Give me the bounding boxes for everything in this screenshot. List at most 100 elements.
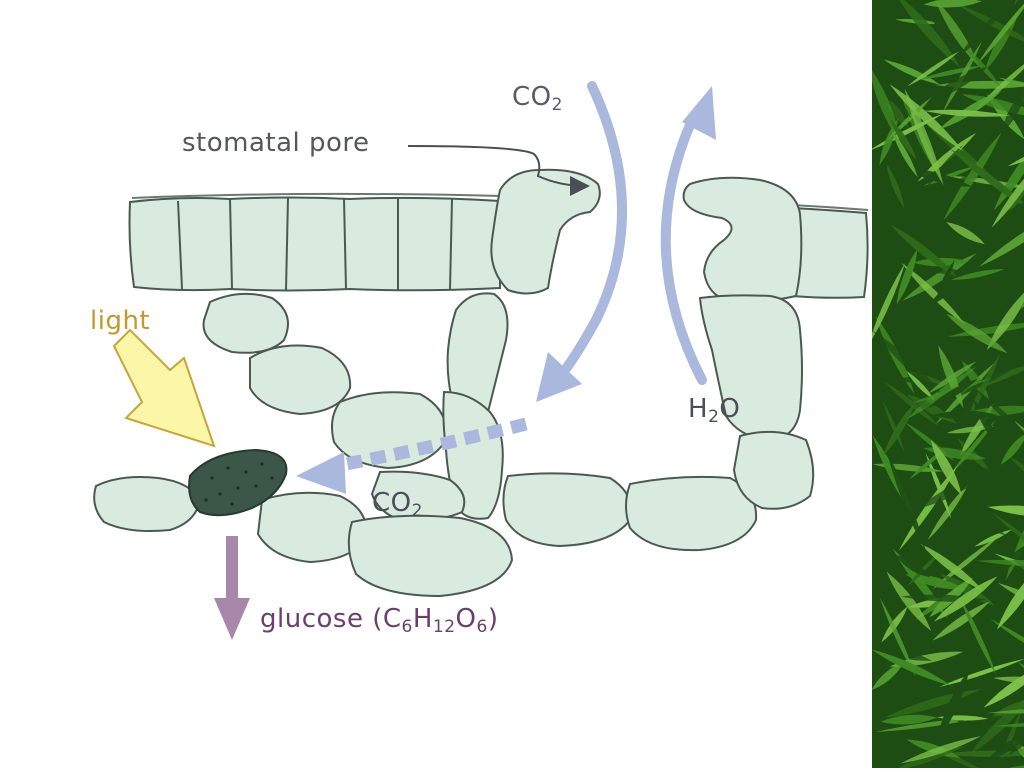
bamboo-leaf <box>1008 455 1024 500</box>
mesophyll-cell <box>625 475 758 552</box>
bamboo-leaf <box>994 721 1024 727</box>
mesophyll-cell <box>202 292 289 354</box>
bamboo-leaf <box>896 249 918 305</box>
co2-inner-label: CO2 <box>372 488 423 521</box>
mesophyll-cell <box>732 430 815 510</box>
glucose-mid-o: O <box>455 604 477 634</box>
chloroplast <box>188 448 288 517</box>
glucose-post: ) <box>487 604 499 634</box>
upper-epidermis <box>128 196 869 299</box>
bamboo-leaf <box>937 260 955 297</box>
mesophyll-cell <box>249 344 352 416</box>
bamboo-leaf <box>938 91 1002 130</box>
bamboo-leaf <box>872 646 932 661</box>
bamboo-leaf <box>905 574 965 590</box>
bamboo-border <box>872 0 1024 768</box>
h2o-outflow-arrow <box>660 86 716 385</box>
bamboo-leaf <box>927 483 969 541</box>
bamboo-leaf <box>955 0 1014 61</box>
bamboo-leaf <box>987 708 1024 714</box>
right-guard-cell <box>682 176 803 303</box>
bamboo-leaf <box>894 0 960 67</box>
bamboo-leaf <box>965 511 1007 536</box>
bamboo-leaf <box>990 618 1024 667</box>
bamboo-leaf <box>890 119 917 160</box>
bamboo-leaf <box>930 15 963 53</box>
bamboo-leaf <box>904 88 944 186</box>
bamboo-leaf <box>987 505 1024 517</box>
bamboo-leaf <box>886 451 926 552</box>
bamboo-leaf <box>983 663 1024 708</box>
bamboo-leaf <box>885 382 939 427</box>
bamboo-leaf <box>917 474 986 509</box>
h2o-label: H2O <box>688 394 740 427</box>
bamboo-leaf <box>991 512 1024 569</box>
bamboo-leaf <box>970 693 1024 755</box>
bamboo-leaf <box>872 330 943 396</box>
bamboo-leaf <box>904 168 973 187</box>
bamboo-leaf <box>978 675 1024 721</box>
bamboo-leaf <box>895 554 931 578</box>
bamboo-leaf <box>904 154 970 224</box>
bamboo-leaf <box>932 601 990 641</box>
bamboo-leaf <box>936 668 970 743</box>
bamboo-leaf <box>952 695 977 736</box>
glucose-pre: glucose (C <box>260 604 402 634</box>
mesophyll-cell <box>347 514 514 598</box>
mesophyll-cell <box>331 391 448 470</box>
bamboo-leaf <box>985 732 1024 762</box>
mesophyll-cell <box>698 294 803 442</box>
bamboo-leaf <box>976 0 1024 66</box>
bamboo-leaf <box>879 597 916 677</box>
glucose-label: glucose (C6H12O6) <box>260 604 499 637</box>
bamboo-leaf <box>932 410 999 420</box>
bamboo-leaf <box>993 676 1024 684</box>
bamboo-leaf <box>886 164 905 209</box>
bamboo-leaf <box>907 552 941 587</box>
bamboo-leaf <box>891 130 918 178</box>
bamboo-leaf <box>946 222 985 245</box>
bamboo-leaves-graphic <box>872 0 1024 768</box>
bamboo-leaf <box>943 131 1002 221</box>
bamboo-leaf <box>930 439 962 496</box>
light-arrow <box>112 328 216 448</box>
spongy-mesophyll <box>93 292 815 598</box>
bamboo-leaf <box>1007 140 1024 167</box>
bamboo-leaf <box>927 378 979 409</box>
bamboo-leaf <box>939 658 1024 688</box>
bamboo-leaf <box>932 535 1000 590</box>
bamboo-leaf <box>961 532 1024 600</box>
bamboo-leaf <box>872 661 905 691</box>
bamboo-leaf <box>960 189 1024 243</box>
bamboo-leaf <box>979 210 1024 267</box>
bamboo-leaf <box>872 263 906 346</box>
bamboo-leaf <box>881 298 929 309</box>
co2-inner-base: CO <box>372 488 412 518</box>
h2o-pre: H <box>688 394 709 424</box>
bamboo-leaf <box>946 313 1008 354</box>
co2-inflow-arrow <box>536 81 627 402</box>
bamboo-leaf <box>920 543 984 592</box>
stomatal-pore-label: stomatal pore <box>182 128 370 158</box>
bamboo-leaf <box>984 9 1020 72</box>
bamboo-leaf <box>893 746 965 768</box>
bamboo-leaf <box>955 3 1024 48</box>
bamboo-leaf <box>991 161 1024 228</box>
bamboo-leaf <box>976 559 1024 568</box>
bamboo-leaf <box>882 400 905 453</box>
bamboo-leaf <box>962 43 1002 88</box>
bamboo-leaf <box>880 714 938 725</box>
bamboo-leaf <box>984 276 1024 316</box>
glucose-mid-h: H <box>412 604 433 634</box>
h2o-sub: 2 <box>708 407 720 427</box>
bamboo-leaf <box>941 750 1024 757</box>
co2-inner-sub: 2 <box>411 501 423 521</box>
co2-top-base: CO <box>512 82 552 112</box>
glucose-sub-c: 6 <box>401 617 413 637</box>
bamboo-leaf <box>946 225 980 259</box>
bamboo-leaf <box>900 736 982 764</box>
glucose-sub-h: 12 <box>432 617 456 637</box>
co2-top-label: CO2 <box>512 82 563 115</box>
bamboo-leaf <box>901 262 966 325</box>
